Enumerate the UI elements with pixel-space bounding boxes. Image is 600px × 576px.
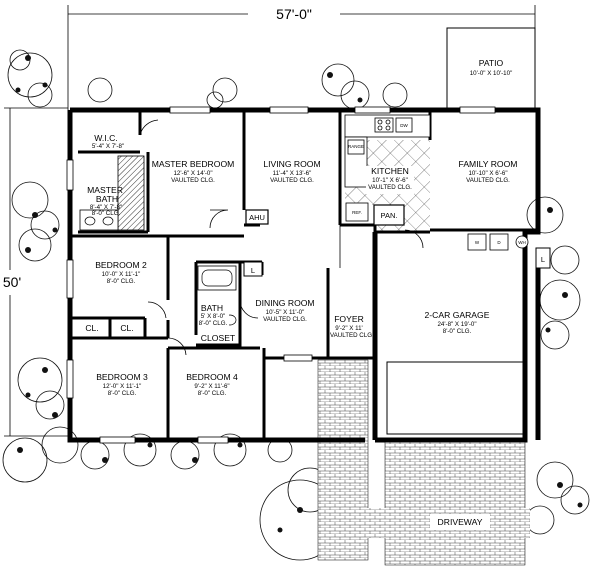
kitchen-counters — [344, 114, 431, 222]
closet-name: CLOSET — [201, 333, 236, 343]
family-room-ceiling: VAULTED CLG. — [466, 177, 510, 184]
width-label: 57'-0" — [276, 6, 312, 22]
fixture-ref: REF. — [352, 210, 362, 215]
pantry — [373, 204, 405, 226]
fixture-dw: DW — [400, 123, 408, 128]
dining-room-name: DINING ROOM — [255, 298, 314, 308]
living-room-name: LIVING ROOM — [263, 159, 320, 169]
ahu — [245, 209, 269, 225]
linen-label: L — [251, 266, 255, 275]
kitchen-name: KITCHEN — [371, 166, 409, 176]
wic-name: W.I.C. — [94, 133, 117, 143]
master-bath-tub — [117, 155, 145, 231]
room-labels: W.I.C. 5'-4" X 7'-8" MASTER BEDROOM 12'-… — [87, 133, 517, 397]
wic-size: 5'-4" X 7'-8" — [92, 143, 124, 150]
bedroom3-name: BEDROOM 3 — [96, 372, 148, 382]
driveway — [384, 439, 526, 566]
garage-door — [386, 361, 524, 435]
garage-size: 24'-8" X 19'-0" — [437, 321, 476, 328]
bedroom4-size: 9'-2" X 11'-6" — [194, 383, 229, 390]
closet-left-label: CL. — [85, 323, 98, 333]
family-room-name: FAMILY ROOM — [459, 159, 518, 169]
master-bedroom-name: MASTER BEDROOM — [152, 159, 235, 169]
laundry — [467, 233, 529, 251]
garage-ceiling: 8'-0" CLG. — [443, 328, 472, 335]
windows — [66, 106, 496, 444]
depth-dimension: 50' — [3, 107, 68, 437]
landscaping-foliage — [15, 55, 583, 533]
pantry-label: PAN. — [381, 211, 398, 220]
doors — [139, 119, 424, 356]
bedroom3-size: 12'-0" X 11'-1" — [103, 383, 142, 390]
bedroom2-ceiling: 8'-0" CLG. — [107, 278, 136, 285]
dining-room-ceiling: VAULTED CLG. — [263, 316, 307, 323]
patio-size: 10'-0" X 10'-10" — [470, 70, 513, 77]
bedroom3-ceiling: 8'-0" CLG. — [108, 390, 137, 397]
closet-right-label: CL. — [120, 323, 133, 333]
dining-room-size: 10'-5" X 11'-0" — [266, 309, 305, 316]
family-room-size: 10'-10" X 6'-6" — [468, 170, 507, 177]
living-room-size: 11'-4" X 13'-6" — [273, 170, 312, 177]
kitchen-ceiling: VAULTED CLG. — [368, 184, 412, 191]
master-bath-ceiling: 8'-0" CLG. — [92, 210, 121, 217]
dryer-label: D — [497, 240, 501, 245]
wh-label: WH — [518, 240, 526, 245]
master-bedroom-ceiling: VAULTED CLG. — [171, 177, 215, 184]
bedroom4-ceiling: 8'-0" CLG. — [198, 390, 227, 397]
bedroom4-name: BEDROOM 4 — [186, 372, 238, 382]
master-bath-size: 8'-4" X 7'-8" — [90, 204, 122, 211]
bath-size: 5' X 8'-0" — [201, 313, 226, 320]
landscaping — [2, 49, 590, 561]
garage-linen — [535, 247, 551, 269]
ahu-label: AHU — [249, 213, 265, 222]
garage-linen-label: L — [541, 255, 545, 264]
foyer-ceiling: VAULTED CLG — [330, 332, 372, 339]
bedroom2-name: BEDROOM 2 — [95, 260, 147, 270]
bath-name: BATH — [201, 303, 223, 313]
master-bath-name-1: MASTER — [87, 185, 123, 195]
patio-name: PATIO — [479, 58, 504, 68]
bath-ceiling: 8'-0" CLG. — [199, 320, 228, 327]
kitchen-size: 10'-1" X 6'-6" — [372, 177, 408, 184]
master-bath-name-2: BATH — [96, 194, 118, 204]
linen-closet — [243, 261, 263, 277]
foyer-name: FOYER — [334, 314, 364, 324]
depth-label: 50' — [3, 274, 21, 290]
interior-walls — [72, 112, 538, 440]
living-room-ceiling: VAULTED CLG. — [270, 177, 314, 184]
fixture-range: RANGE — [348, 144, 364, 149]
driveway-name: DRIVEWAY — [438, 517, 483, 527]
master-bedroom-size: 12'-6" X 14'-0" — [173, 170, 212, 177]
foyer-size: 9'-2" X 11' — [335, 325, 363, 332]
garage-name: 2-CAR GARAGE — [425, 310, 490, 320]
patio — [446, 27, 536, 111]
washer-label: W — [475, 240, 480, 245]
bedroom2-size: 10'-0" X 11'-1" — [102, 271, 141, 278]
